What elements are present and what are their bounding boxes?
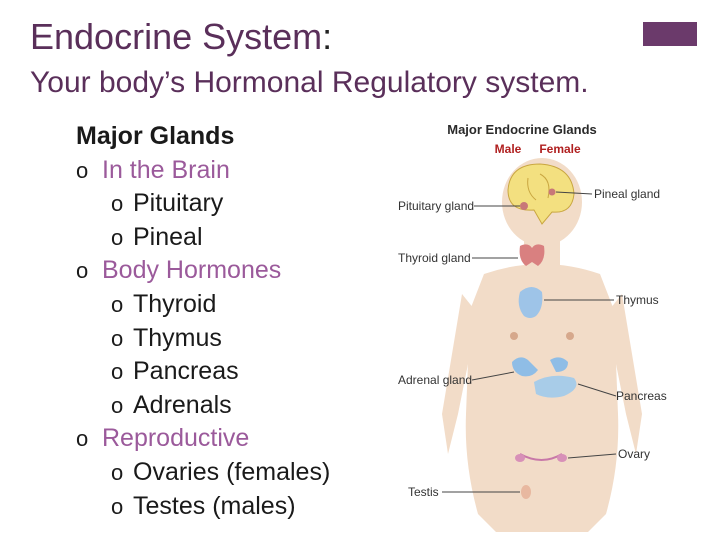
leader-lines: [442, 191, 617, 493]
slide-title: Endocrine System:: [30, 16, 332, 58]
endocrine-diagram: Major Endocrine Glands Male Female: [398, 122, 667, 532]
section-body-hormones: o Body Hormones: [76, 254, 330, 288]
outline-heading: Major Glands: [76, 122, 235, 150]
title-text: Endocrine System: [30, 16, 323, 57]
item-label: Thyroid: [133, 289, 217, 318]
label-pituitary: Pituitary gland: [398, 199, 474, 213]
section-label: Body Hormones: [102, 256, 282, 285]
figure-female-label: Female: [539, 142, 581, 156]
title-colon: :: [322, 16, 333, 57]
label-pancreas: Pancreas: [616, 389, 667, 403]
sub-bullet: o: [111, 459, 124, 485]
item-label: Ovaries (females): [133, 457, 331, 486]
figure-title: Major Endocrine Glands: [447, 122, 597, 137]
sub-bullet: o: [111, 359, 124, 385]
thymus-gland: [518, 287, 543, 318]
list-item: o Pancreas: [76, 355, 330, 389]
label-thymus: Thymus: [616, 293, 659, 307]
list-item: o Pineal: [76, 221, 330, 255]
item-label: Adrenals: [133, 390, 232, 419]
section-label: In the Brain: [102, 155, 230, 184]
label-testis: Testis: [408, 485, 439, 499]
figure-male-label: Male: [495, 142, 522, 156]
sub-bullet: o: [111, 191, 124, 217]
bullet: o: [76, 426, 89, 452]
adrenal-gland-left: [512, 357, 538, 377]
adrenal-gland-right: [550, 357, 568, 372]
item-label: Thymus: [133, 323, 222, 352]
bullet: o: [76, 157, 89, 183]
item-label: Pancreas: [133, 357, 239, 386]
endocrine-glands-figure: Major Endocrine Glands Male Female: [392, 114, 682, 532]
sub-bullet: o: [111, 493, 124, 519]
pineal-gland: [548, 188, 556, 196]
pituitary-gland: [520, 202, 528, 210]
section-reproductive: o Reproductive: [76, 422, 330, 456]
ovary-gland-right: [557, 454, 567, 462]
bullet: o: [76, 258, 89, 284]
list-item: o Thyroid: [76, 288, 330, 322]
item-label: Testes (males): [133, 491, 296, 520]
accent-box: [643, 22, 697, 46]
thyroid-gland: [519, 244, 545, 266]
sub-bullet: o: [111, 291, 124, 317]
label-adrenal: Adrenal gland: [398, 373, 472, 387]
section-brain: o In the Brain: [76, 154, 330, 188]
label-pineal: Pineal gland: [594, 187, 660, 201]
label-thyroid: Thyroid gland: [398, 251, 471, 265]
list-item: o Adrenals: [76, 389, 330, 423]
testis-gland: [521, 485, 531, 499]
item-label: Pituitary: [133, 189, 224, 218]
ovary-gland: [515, 454, 525, 462]
sub-bullet: o: [111, 224, 124, 250]
list-item: o Thymus: [76, 322, 330, 356]
slide-subtitle: Your body’s Hormonal Regulatory system.: [30, 66, 589, 99]
sub-bullet: o: [111, 392, 124, 418]
label-ovary: Ovary: [618, 447, 650, 461]
sub-bullet: o: [111, 325, 124, 351]
list-item: o Pituitary: [76, 187, 330, 221]
pancreas-gland: [534, 375, 577, 398]
list-item: o Testes (males): [76, 490, 330, 524]
section-label: Reproductive: [102, 424, 250, 453]
item-label: Pineal: [133, 222, 203, 251]
list-item: o Ovaries (females): [76, 456, 330, 490]
